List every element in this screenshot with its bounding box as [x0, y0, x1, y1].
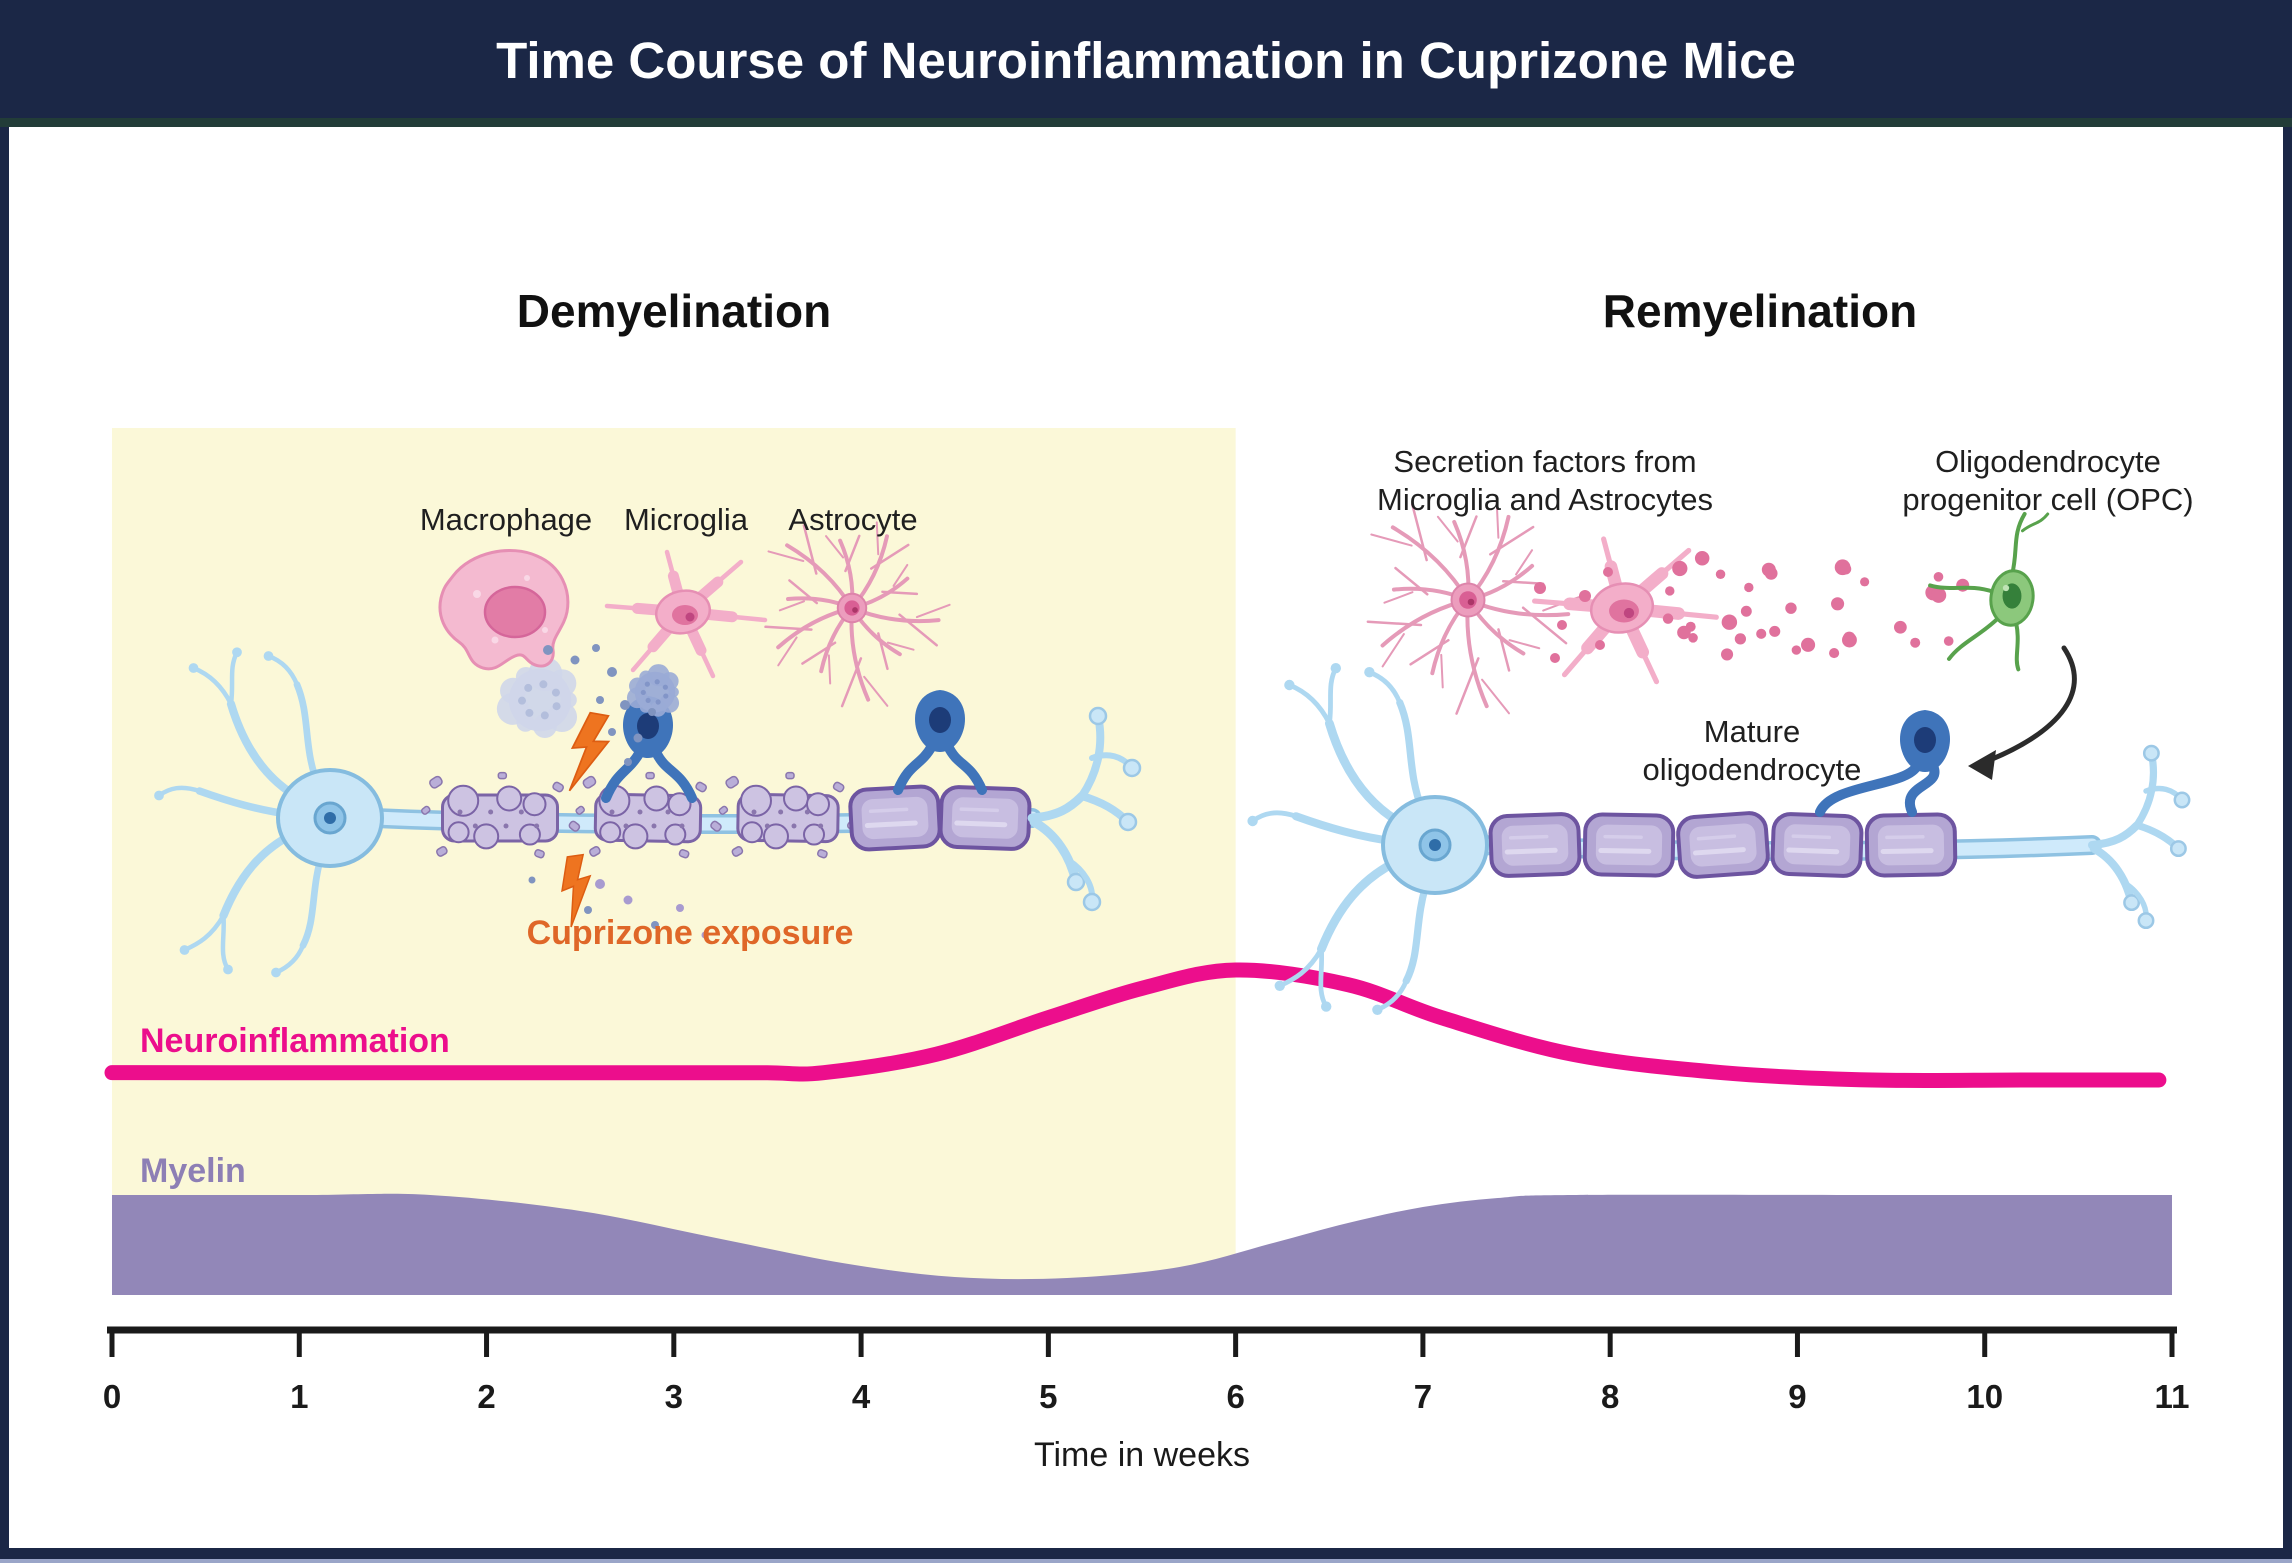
lightning-bolt-icon [561, 853, 592, 928]
myelin-sheath-segment [848, 784, 942, 852]
myelin-sheath-segment [1676, 811, 1770, 879]
footer-edge-line [0, 1559, 2292, 1563]
damaged-myelin-cluster [575, 771, 722, 859]
x-tick-label-1: 1 [290, 1378, 308, 1415]
x-tick-label-3: 3 [665, 1378, 683, 1415]
axon-terminal-bulb [2137, 912, 2155, 930]
x-tick-label-5: 5 [1039, 1378, 1057, 1415]
arrowhead [1968, 750, 1996, 780]
astrocyte-cell-illustration [764, 521, 951, 708]
myelin-area [112, 1193, 2172, 1295]
astrocyte-cell-illustration [1366, 499, 1583, 715]
microglia-cell-illustration [1532, 536, 1719, 685]
oligodendrocyte-cell [1815, 710, 1950, 817]
opc-label-line2: progenitor cell (OPC) [1902, 482, 2193, 517]
x-tick-label-10: 10 [1966, 1378, 2003, 1415]
axon-terminal [2087, 744, 2191, 930]
demyelination-illustration [154, 521, 1142, 978]
myelin-sheath-segment [1582, 812, 1676, 878]
oligodendrocyte-cell [893, 690, 987, 795]
phase-heading-demyelination: Demyelination [517, 285, 831, 337]
microglia-label: Microglia [624, 502, 749, 537]
axon-terminal-bulb [2169, 840, 2187, 858]
cell-debris-dots [543, 644, 656, 766]
x-tick-label-2: 2 [477, 1378, 495, 1415]
microglia-cell-illustration [604, 549, 768, 679]
lightning-bolt-icon [568, 711, 611, 792]
opc-label-line1: Oligodendrocyte [1935, 444, 2161, 479]
labels: Time Course of Neuroinflammation in Cupr… [140, 32, 2194, 1474]
x-tick-label-6: 6 [1226, 1378, 1244, 1415]
myelin-sheath-segment [1488, 812, 1582, 878]
damaged-myelin-cluster [421, 771, 581, 859]
macrophage-cell-illustration [438, 548, 570, 671]
myelin-sheath-segment [1864, 812, 1958, 878]
macrophage-label: Macrophage [420, 502, 592, 537]
x-tick-label-7: 7 [1414, 1378, 1432, 1415]
myelin-sheath-segment [938, 785, 1032, 851]
x-tick-label-8: 8 [1601, 1378, 1619, 1415]
border-left [0, 127, 9, 1563]
infographic-title: Time Course of Neuroinflammation in Cupr… [496, 32, 1796, 89]
myelin-curve-label: Myelin [140, 1152, 246, 1190]
secretion-factors-label-line1: Secretion factors from [1393, 444, 1696, 479]
axon-terminal-bulb [1082, 892, 1102, 912]
axon-terminal-bulb [1122, 758, 1142, 778]
x-tick-label-0: 0 [103, 1378, 121, 1415]
x-axis-label: Time in weeks [1034, 1436, 1250, 1474]
neuroinflammation-curve [104, 962, 2167, 1089]
x-tick-label-4: 4 [852, 1378, 871, 1415]
neuron-soma [1381, 795, 1489, 895]
astrocyte-label: Astrocyte [788, 502, 917, 537]
axon-terminal-bulb [1066, 872, 1086, 892]
x-tick-label-9: 9 [1788, 1378, 1806, 1415]
mature-oligodendrocyte-label-line2: oligodendrocyte [1643, 752, 1862, 787]
border-right [2283, 127, 2292, 1563]
axon-terminal-bulb [2142, 744, 2160, 762]
mature-oligodendrocyte-label-line1: Mature [1704, 714, 1800, 749]
x-axis: 0 1 2 3 4 5 6 7 8 9 10 11 [103, 1326, 2190, 1415]
x-tick-label-11: 11 [2155, 1378, 2190, 1415]
arrow-opc-to-myelin [1968, 645, 2077, 780]
axon-terminal-bulb [1088, 706, 1108, 726]
dying-oligodendrocyte-debris [496, 657, 578, 739]
axon-terminal-bulb [2123, 894, 2141, 912]
axon-terminal-bulb [2173, 791, 2191, 809]
secretion-factors-label-line2: Microglia and Astrocytes [1377, 482, 1713, 517]
phase-heading-remyelination: Remyelination [1603, 285, 1917, 337]
cuprizone-exposure-label: Cuprizone exposure [527, 914, 854, 952]
header-bar [0, 0, 2292, 118]
time-course-chart [104, 962, 2172, 1295]
neuroinflammation-curve-label: Neuroinflammation [140, 1022, 450, 1060]
axon-terminal-bulb [1118, 812, 1138, 832]
header-accent-line [0, 118, 2292, 127]
myelin-sheath-segment [1770, 812, 1864, 878]
neuron-soma [276, 768, 384, 868]
axon-terminal [1027, 706, 1142, 912]
damaged-myelin-cluster [718, 771, 859, 859]
opc-cell-illustration [1928, 512, 2050, 672]
remyelination-illustration [1247, 499, 2191, 1015]
